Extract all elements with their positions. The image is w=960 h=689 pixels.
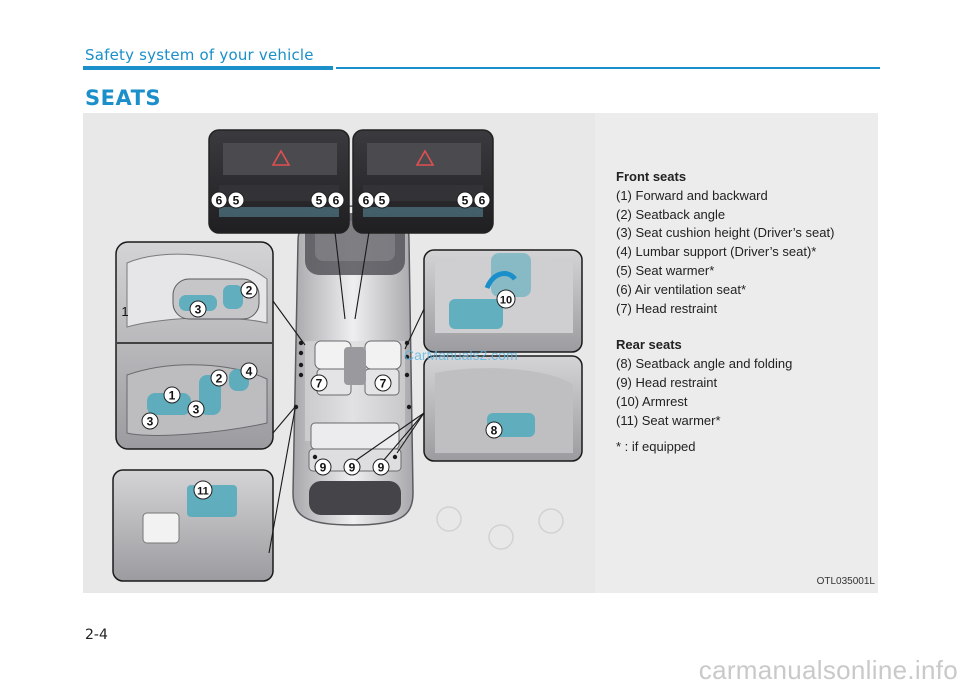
callout-5: 5 [373, 191, 391, 209]
callout-3: 3 [189, 300, 207, 318]
svg-text:4: 4 [246, 365, 253, 379]
callout-3: 3 [187, 400, 205, 418]
svg-text:9: 9 [349, 461, 356, 475]
callout-6: 6 [473, 191, 491, 209]
legend-item: (4) Lumbar support (Driver’s seat)* [616, 244, 817, 260]
svg-text:5: 5 [379, 194, 386, 208]
callout-2: 2 [240, 281, 258, 299]
svg-text:2: 2 [246, 284, 253, 298]
legend-item: (1) Forward and backward [616, 187, 768, 203]
seats-figure: 6 5 5 6 6 5 5 6 2 3 1 2 4 1 3 3 7 7 9 9 … [83, 113, 878, 593]
svg-text:6: 6 [333, 194, 340, 208]
svg-text:3: 3 [147, 415, 154, 429]
legend-spacer [616, 318, 876, 336]
legend-rear-heading: Rear seats [616, 337, 682, 353]
callout-6: 6 [327, 191, 345, 209]
svg-text:7: 7 [380, 377, 387, 391]
svg-text:8: 8 [491, 424, 498, 438]
deco-circle [538, 508, 564, 534]
svg-text:5: 5 [233, 194, 240, 208]
site-watermark: carmanualsonline.info [698, 655, 958, 685]
callout-2: 2 [210, 369, 228, 387]
svg-text:6: 6 [216, 194, 223, 208]
figure-code: OTL035001L [816, 576, 875, 587]
callout-1: 1 [163, 386, 181, 404]
svg-text:10: 10 [500, 295, 512, 307]
legend-item: (8) Seatback angle and folding [616, 356, 793, 372]
legend-item: (7) Head restraint [616, 300, 718, 316]
legend-item: (6) Air ventilation seat* [616, 281, 747, 297]
callout-1: 1 [121, 304, 128, 319]
console-panel-right [352, 129, 494, 234]
legend-background [595, 113, 878, 593]
svg-text:6: 6 [363, 194, 370, 208]
callout-4: 4 [240, 362, 258, 380]
svg-text:2: 2 [216, 372, 223, 386]
svg-text:6: 6 [479, 194, 486, 208]
callout-5: 5 [456, 191, 474, 209]
section-title: SEATS [85, 86, 162, 110]
console-panel-left [208, 129, 350, 234]
callout-7: 7 [374, 374, 392, 392]
legend-note: * : if equipped [616, 439, 696, 455]
legend-item: (3) Seat cushion height (Driver’s seat) [616, 225, 835, 241]
callout-9: 9 [314, 458, 332, 476]
header-rule-thin [336, 67, 880, 69]
deco-circle [436, 506, 462, 532]
page-number: 2-4 [85, 627, 108, 643]
header-title: Safety system of your vehicle [85, 46, 314, 64]
leader-lines [268, 231, 425, 554]
callout-3: 3 [141, 412, 159, 430]
callout-9: 9 [372, 458, 390, 476]
callout-10: 10 [496, 289, 516, 309]
svg-text:9: 9 [378, 461, 385, 475]
legend-item: (9) Head restraint [616, 374, 718, 390]
callout-6: 6 [357, 191, 375, 209]
legend-item: (2) Seatback angle [616, 206, 726, 222]
deco-circle [488, 524, 514, 550]
callout-5: 5 [310, 191, 328, 209]
svg-text:3: 3 [193, 403, 200, 417]
svg-text:5: 5 [316, 194, 323, 208]
svg-text:7: 7 [316, 377, 323, 391]
seat-detail-panel-lower-left [112, 469, 274, 582]
callout-7: 7 [310, 374, 328, 392]
callout-8: 8 [485, 421, 503, 439]
legend-item: (11) Seat warmer* [616, 412, 721, 428]
callout-9: 9 [343, 458, 361, 476]
svg-text:5: 5 [462, 194, 469, 208]
car-top-view [292, 204, 414, 526]
seat-detail-panel-folding [423, 355, 583, 462]
legend-front-heading: Front seats [616, 169, 687, 184]
header-rule-thick [83, 66, 333, 70]
svg-text:11: 11 [197, 486, 209, 498]
figure-watermark: CarManuals2.com [404, 347, 518, 363]
svg-text:3: 3 [195, 303, 202, 317]
callout-5: 5 [227, 191, 245, 209]
legend-item: (5) Seat warmer* [616, 262, 715, 278]
callout-11: 11 [193, 480, 213, 500]
svg-text:9: 9 [320, 461, 327, 475]
legend: Front seats (1) Forward and backward (2)… [616, 168, 876, 457]
legend-item: (10) Armrest [616, 393, 688, 409]
callout-6: 6 [210, 191, 228, 209]
seats-illustration: 6 5 5 6 6 5 5 6 2 3 1 2 4 1 3 3 7 7 9 9 … [112, 113, 878, 593]
seat-detail-panel-upper [115, 241, 274, 450]
svg-text:1: 1 [169, 389, 176, 403]
